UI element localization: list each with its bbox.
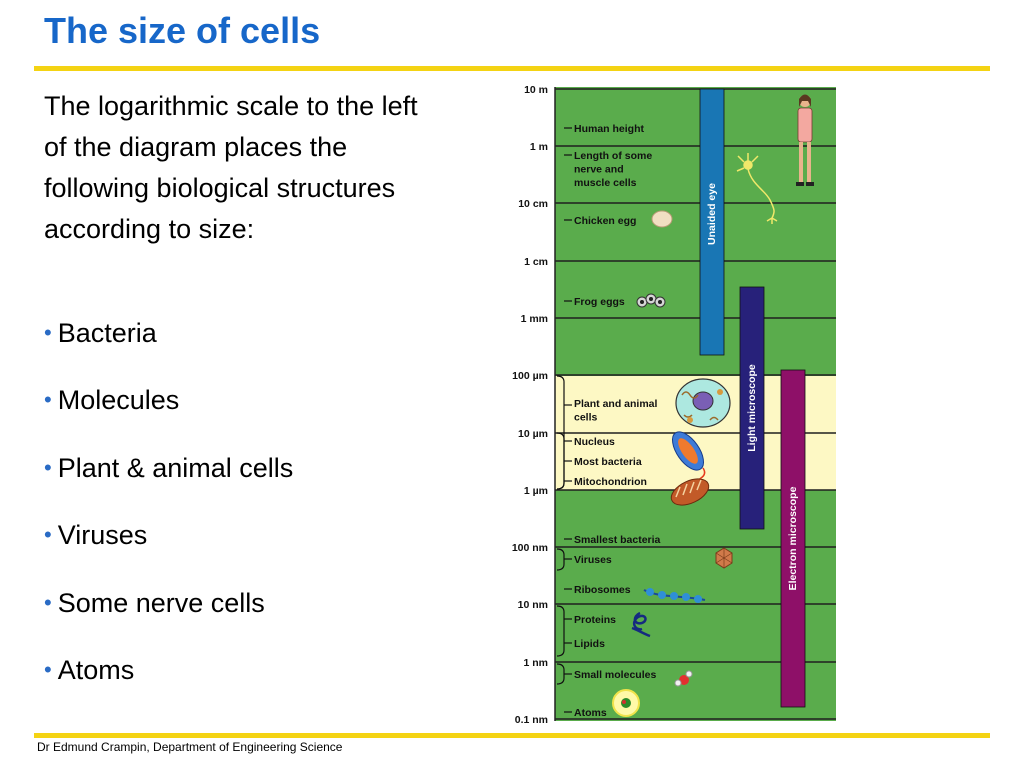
footer-credit: Dr Edmund Crampin, Department of Enginee… (37, 740, 343, 754)
scale-tick-label: 10 cm (518, 198, 548, 210)
structure-label: Human height (574, 123, 645, 135)
instrument-bar-label: Unaided eye (706, 183, 718, 245)
structure-label: Mitochondrion (574, 476, 647, 488)
structure-label: Frog eggs (574, 296, 625, 308)
instrument-range-bar (780, 369, 806, 708)
bullet-dot-icon: • (44, 656, 52, 682)
structure-label: Smallest bacteria (574, 534, 661, 546)
frog-eggs-icon (636, 293, 666, 308)
animal-cell-icon (675, 378, 731, 428)
structure-label: Chicken egg (574, 215, 636, 227)
footer-rule (34, 733, 990, 738)
bullet-item: •Atoms (44, 654, 135, 685)
instrument-range-bar (699, 88, 725, 356)
scale-tick-label: 10 nm (518, 599, 548, 611)
bullet-item: •Plant & animal cells (44, 452, 294, 483)
bullet-dot-icon: • (44, 522, 52, 548)
scale-tick-label: 100 µm (512, 370, 548, 382)
bullet-item: •Viruses (44, 520, 148, 551)
bullet-dot-icon: • (44, 589, 52, 615)
structure-label: Small molecules (574, 669, 656, 681)
bullet-dot-icon: • (44, 387, 52, 413)
small-molecule-icon (674, 670, 693, 687)
scale-tick-label: 1 µm (524, 485, 548, 497)
scale-tick-label: 1 nm (523, 657, 548, 669)
ribosomes-icon (643, 588, 706, 603)
instrument-bar-label: Electron microscope (787, 486, 799, 590)
mitochondrion-icon (670, 478, 710, 506)
bullet-dot-icon: • (44, 454, 52, 480)
slide-title: The size of cells (44, 10, 321, 51)
virus-icon (715, 547, 733, 569)
structure-label: Plant and animal (574, 398, 658, 410)
scale-tick-label: 10 m (524, 84, 548, 96)
bullet-dot-icon: • (44, 320, 52, 345)
bullet-item: •Molecules (44, 385, 180, 416)
structure-label: muscle cells (574, 177, 637, 189)
nerve-cell-icon (736, 153, 778, 224)
chicken-egg-icon (651, 210, 673, 228)
instrument-bar-label: Light microscope (746, 364, 758, 452)
structure-label: Nucleus (574, 436, 615, 448)
scale-tick-label: 1 mm (521, 313, 548, 325)
protein-chain-icon (631, 611, 651, 638)
structure-label: Viruses (574, 554, 612, 566)
atom-icon (612, 689, 640, 717)
scale-tick-label: 1 cm (524, 256, 548, 268)
structure-label: nerve and (574, 164, 624, 176)
scale-tick-label: 1 m (530, 141, 548, 153)
structure-label: Proteins (574, 614, 616, 626)
human-figure-icon (796, 94, 814, 186)
intro-text: The logarithmic scale to the left of the… (44, 91, 418, 244)
size-range-bracket (556, 605, 565, 657)
structure-label: Most bacteria (574, 456, 642, 468)
bullet-list: •Bacteria •Molecules •Plant & animal cel… (44, 318, 293, 722)
structure-label: Ribosomes (574, 584, 631, 596)
instrument-range-bar (739, 286, 765, 530)
title-underline (34, 66, 990, 71)
scale-tick-label: 0.1 nm (515, 714, 548, 726)
structure-label: Lipids (574, 638, 605, 650)
bullet-item: •Some nerve cells (44, 587, 265, 618)
structure-label: cells (574, 412, 598, 424)
bullet-item: •Bacteria (44, 318, 157, 348)
scale-tick-label: 10 µm (518, 428, 548, 440)
scale-tick-label: 100 nm (512, 542, 548, 554)
structure-label: Length of some (574, 150, 652, 162)
structure-label: Atoms (574, 707, 607, 719)
